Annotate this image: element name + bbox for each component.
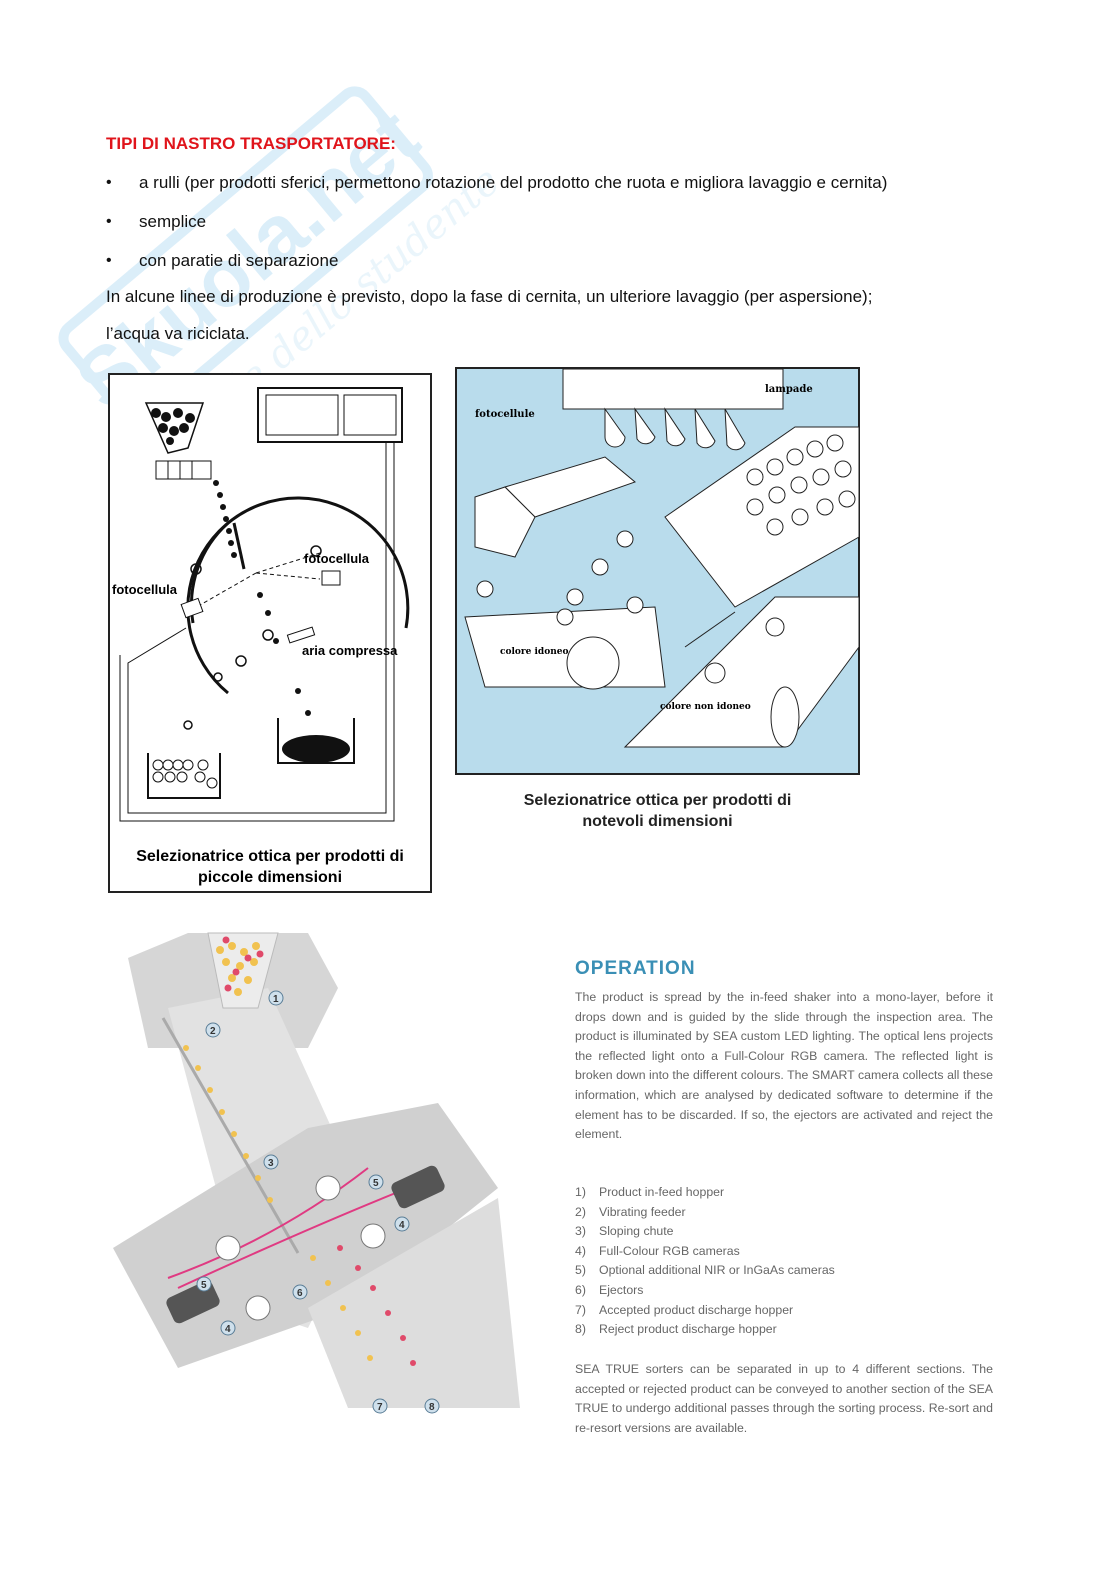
- item-number: 7): [575, 1302, 586, 1317]
- bullet-item: a rulli (per prodotti sferici, permetton…: [106, 170, 887, 209]
- marker-label: 5: [201, 1280, 207, 1291]
- label-colore-non-idoneo: colore non idoneo: [660, 702, 751, 712]
- marker-label: 1: [273, 994, 279, 1005]
- bullet-item: semplice: [106, 209, 887, 248]
- marker-label: 2: [210, 1026, 216, 1037]
- item-label: Vibrating feeder: [599, 1204, 686, 1219]
- item-number: 2): [575, 1204, 586, 1219]
- paragraph: l’acqua va riciclata.: [106, 324, 250, 343]
- item-number: 1): [575, 1185, 586, 1199]
- item-label: Product in-feed hopper: [599, 1185, 725, 1199]
- item-number: 3): [575, 1224, 586, 1239]
- operation-title: OPERATION: [575, 958, 696, 979]
- label-fotocellule: fotocellule: [475, 409, 535, 420]
- item-number: 6): [575, 1282, 586, 1297]
- marker-label: 4: [399, 1220, 405, 1231]
- bullet-item: con paratie di separazione: [106, 248, 887, 287]
- caption-line: notevoli dimensioni: [582, 813, 733, 830]
- item-label: Accepted product discharge hopper: [599, 1302, 794, 1317]
- list-item: 7) Accepted product discharge hopper: [575, 1301, 835, 1321]
- list-item: 3) Sloping chute: [575, 1222, 835, 1242]
- operation-list: 1) Product in-feed hopper 2) Vibrating fee…: [575, 1183, 835, 1340]
- marker-label: 4: [225, 1324, 231, 1335]
- marker-label: 8: [429, 1402, 435, 1413]
- item-number: 5): [575, 1263, 586, 1278]
- item-label: Sloping chute: [599, 1224, 674, 1239]
- label-fotocellula: fotocellula: [304, 551, 370, 566]
- bullet-list: a rulli (per prodotti sferici, permetton…: [106, 170, 887, 287]
- paragraph: In alcune linee di produzione è previsto…: [106, 287, 873, 306]
- item-label: Optional additional NIR or InGaAs camera…: [599, 1263, 835, 1278]
- figure-small-sorter: fotocellula fotocellula aria compressa S…: [108, 373, 432, 893]
- figure-large-sorter: lampade fotocellule colore idoneo colore…: [455, 367, 860, 775]
- list-item: 5) Optional additional NIR or InGaAs came…: [575, 1261, 835, 1281]
- item-label: Reject product discharge hopper: [599, 1322, 777, 1337]
- operation-text-2: SEA TRUE sorters can be separated in up …: [575, 1362, 993, 1435]
- caption-line: Selezionatrice ottica per prodotti di: [136, 848, 404, 865]
- list-item: 4) Full-Colour RGB cameras: [575, 1242, 835, 1262]
- label-lampade: lampade: [765, 384, 813, 395]
- section-heading: TIPI DI NASTRO TRASPORTATORE:: [106, 134, 396, 153]
- caption-line: Selezionatrice ottica per prodotti di: [523, 792, 792, 809]
- label-colore-idoneo: colore idoneo: [500, 647, 569, 657]
- marker-label: 3: [268, 1158, 274, 1169]
- list-item: 8) Reject product discharge hopper: [575, 1320, 835, 1340]
- list-item: 6) Ejectors: [575, 1281, 835, 1301]
- caption-line: piccole dimensioni: [198, 869, 342, 886]
- label-fotocellula: fotocellula: [112, 582, 178, 597]
- marker-label: 7: [377, 1402, 383, 1413]
- label-aria-compressa: aria compressa: [302, 643, 398, 658]
- figure-sorter-machine: 1 2 3 4 5 4 5 6 7 8: [113, 932, 520, 1414]
- item-label: Ejectors: [599, 1282, 644, 1297]
- marker-label: 5: [373, 1178, 379, 1189]
- item-number: 4): [575, 1243, 586, 1258]
- item-label: Full-Colour RGB cameras: [599, 1243, 740, 1258]
- list-item: 2) Vibrating feeder: [575, 1203, 835, 1223]
- list-item: 1) Product in-feed hopper: [575, 1183, 835, 1203]
- operation-text: The product is spread by the in-feed sha…: [575, 990, 993, 1142]
- item-number: 8): [575, 1322, 586, 1337]
- marker-label: 6: [297, 1288, 303, 1299]
